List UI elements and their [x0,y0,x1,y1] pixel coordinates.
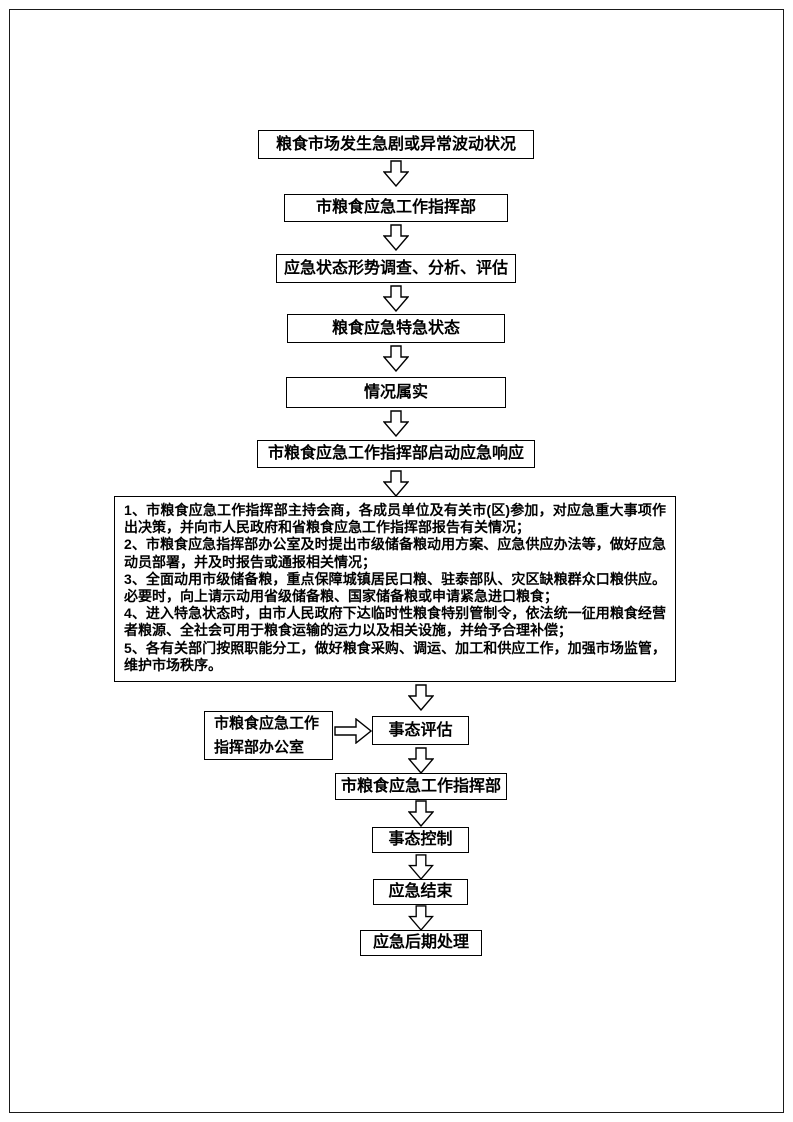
box-investigation-analysis: 应急状态形势调查、分析、评估 [276,254,516,283]
down-arrow-icon [407,905,435,932]
down-arrow-icon [382,160,410,188]
down-arrow-icon [382,224,410,252]
right-arrow-icon [334,717,373,745]
box-emergency-end-label: 应急结束 [388,883,453,901]
box-start-response: 市粮食应急工作指挥部启动应急响应 [257,440,535,468]
down-arrow-icon [407,800,435,828]
measure-item-1: 1、市粮食应急工作指挥部主持会商，各成员单位及有关市(区)参加，对应急重大事项作… [124,502,666,536]
box-situation-control-label: 事态控制 [388,831,453,849]
box-command-headquarters-lower: 市粮食应急工作指挥部 [335,773,507,800]
box-situation-assessment-label: 事态评估 [388,721,453,739]
box-market-fluctuation-label: 粮食市场发生急剧或异常波动状况 [275,135,516,153]
box-headquarters-office: 市粮食应急工作指挥部办公室 [204,711,333,760]
box-market-fluctuation: 粮食市场发生急剧或异常波动状况 [258,130,534,159]
measure-item-3: 3、全面动用市级储备粮，重点保障城镇居民口粮、驻泰部队、灾区缺粮群众口粮供应。必… [124,570,666,605]
box-investigation-analysis-label: 应急状态形势调查、分析、评估 [283,259,508,277]
down-arrow-icon [407,684,435,712]
box-situation-assessment: 事态评估 [372,716,469,745]
down-arrow-icon [407,854,435,881]
box-situation-control: 事态控制 [372,827,469,853]
box-situation-confirmed: 情况属实 [286,377,506,408]
down-arrow-icon [382,285,410,313]
box-urgent-state: 粮食应急特急状态 [287,314,505,343]
box-situation-confirmed-label: 情况属实 [363,383,428,401]
box-response-measures: 1、市粮食应急工作指挥部主持会商，各成员单位及有关市(区)参加，对应急重大事项作… [114,496,676,682]
box-headquarters-office-label: 市粮食应急工作指挥部办公室 [214,715,320,756]
down-arrow-icon [382,410,410,438]
box-urgent-state-label: 粮食应急特急状态 [331,319,460,337]
down-arrow-icon [382,470,410,498]
box-command-headquarters-lower-label: 市粮食应急工作指挥部 [340,777,501,795]
down-arrow-icon [382,345,410,373]
down-arrow-icon [407,747,435,775]
box-command-headquarters-label: 市粮食应急工作指挥部 [315,199,476,217]
box-emergency-end: 应急结束 [373,879,468,905]
measure-item-2: 2、市粮食应急指挥部办公室及时提出市级储备粮动用方案、应急供应办法等，做好应急动… [124,536,666,570]
measure-item-4: 4、进入特急状态时，由市人民政府下达临时性粮食特别管制令，依法统一征用粮食经营者… [124,605,666,639]
box-post-processing-label: 应急后期处理 [372,934,469,952]
measure-item-5: 5、各有关部门按照职能分工，做好粮食采购、调运、加工和供应工作，加强市场监管，维… [124,639,666,673]
box-command-headquarters: 市粮食应急工作指挥部 [284,194,508,222]
box-start-response-label: 市粮食应急工作指挥部启动应急响应 [267,445,524,463]
box-post-processing: 应急后期处理 [360,930,482,956]
